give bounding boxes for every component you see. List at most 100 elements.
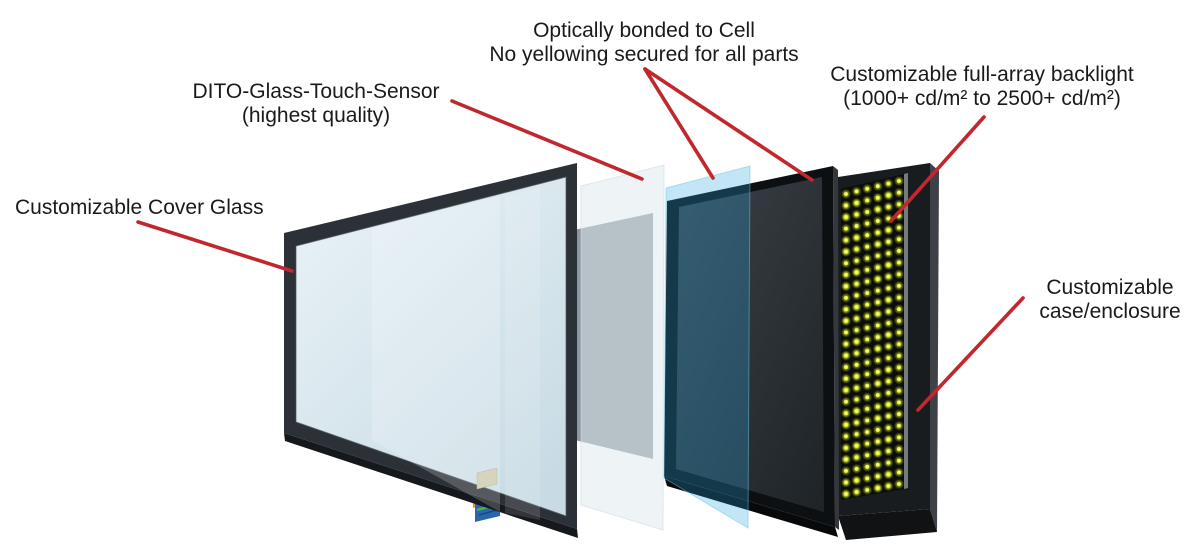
led-dot-core: [886, 472, 891, 477]
leader-optical-bonding-a: [643, 67, 715, 180]
led-dot-core: [897, 400, 901, 405]
leader-backlight: [889, 115, 986, 223]
led-dot-core: [854, 478, 859, 483]
led-dot-core: [897, 423, 901, 428]
led-dot-core: [875, 311, 880, 316]
led-dot-core: [844, 284, 848, 289]
cell-side-face: [833, 166, 839, 530]
enclosure-label-line1: Customizable: [1046, 276, 1174, 299]
led-dot-core: [865, 453, 870, 458]
led-dot-core: [844, 365, 848, 369]
led-dot-core: [886, 391, 891, 395]
led-dot-core: [875, 253, 880, 258]
led-dot-core: [886, 193, 891, 198]
led-dot-core: [897, 190, 901, 195]
led-dot-core: [897, 412, 901, 416]
led-dot-core: [854, 235, 859, 240]
backlight-led-grid: [840, 175, 905, 500]
led-dot-core: [865, 395, 870, 400]
led-dot-core: [886, 484, 891, 488]
led-dot-core: [875, 346, 880, 351]
led-dot-core: [875, 207, 880, 212]
led-dot-core: [897, 435, 901, 440]
led-dot-core: [886, 367, 891, 372]
enclosure-label-line2: case/enclosure: [1039, 300, 1181, 323]
led-dot-core: [875, 195, 880, 200]
led-dot-core: [844, 422, 848, 427]
led-dot-core: [865, 372, 870, 377]
led-dot-core: [897, 365, 901, 370]
leader-cover-glass: [136, 220, 294, 273]
led-dot-core: [875, 265, 880, 270]
led-dot-core: [897, 260, 901, 265]
led-dot-core: [865, 302, 870, 307]
led-dot-core: [854, 281, 859, 286]
led-dot-core: [886, 449, 891, 454]
led-dot-core: [897, 249, 901, 253]
led-dot-core: [865, 360, 870, 365]
led-dot-core: [844, 399, 848, 404]
led-dot-core: [844, 249, 848, 254]
leader-enclosure: [916, 296, 1025, 412]
led-dot-core: [897, 202, 901, 207]
led-dot-core: [844, 307, 848, 312]
led-dot-core: [875, 335, 880, 339]
led-dot-core: [886, 251, 891, 256]
led-dot-core: [897, 377, 901, 382]
led-dot-core: [897, 283, 901, 288]
led-dot-core: [897, 179, 901, 183]
cover-glass-bottom-face: [284, 433, 578, 538]
led-dot-core: [844, 469, 848, 473]
led-dot-core: [854, 386, 859, 390]
led-dot-core: [854, 443, 859, 448]
led-dot-core: [854, 362, 859, 367]
led-dot-core: [897, 353, 901, 358]
backlight-edge-highlight: [904, 173, 908, 489]
led-dot-core: [854, 201, 859, 205]
led-dot-core: [897, 237, 901, 242]
led-dot-core: [844, 376, 848, 381]
led-dot-core: [897, 342, 901, 347]
led-dot-core: [875, 288, 880, 293]
led-dot-core: [875, 416, 880, 421]
enclosure-bottom-face: [838, 509, 937, 540]
led-dot-core: [865, 418, 870, 423]
led-dot-core: [886, 204, 891, 209]
led-dot-core: [886, 437, 891, 442]
backlight-label-line2: (1000+ cd/m² to 2500+ cd/m²): [843, 87, 1121, 110]
led-dot-core: [844, 215, 848, 219]
led-dot-core: [865, 314, 870, 319]
led-dot-core: [844, 411, 848, 416]
led-dot-core: [875, 323, 880, 328]
led-dot-core: [854, 455, 859, 460]
optical-bonding-label-line1: Optically bonded to Cell: [533, 19, 755, 42]
led-dot-core: [854, 432, 859, 437]
led-dot-core: [897, 295, 901, 300]
led-dot-core: [897, 272, 901, 277]
led-dot-core: [854, 490, 859, 494]
led-dot-core: [865, 337, 870, 342]
led-dot-core: [865, 407, 870, 411]
led-dot-core: [886, 286, 891, 291]
led-dot-core: [886, 181, 891, 186]
led-dot-core: [844, 480, 848, 485]
led-dot-core: [865, 430, 870, 434]
led-dot-core: [865, 221, 870, 226]
led-dot-core: [875, 462, 880, 467]
led-dot-core: [865, 291, 870, 295]
led-dot-core: [875, 230, 880, 235]
touch-sensor-label-line2: (highest quality): [241, 104, 391, 127]
cover-glass-layer: [284, 163, 578, 538]
led-dot-core: [865, 210, 870, 214]
cover-glass-label: Customizable Cover Glass: [15, 196, 264, 220]
led-dot-core: [854, 189, 859, 194]
cell-bottom-face: [664, 476, 838, 537]
led-dot-core: [844, 445, 848, 450]
led-dot-core: [854, 328, 859, 333]
led-dot-core: [886, 425, 891, 430]
annotation-lines: [136, 67, 1025, 412]
led-dot-core: [886, 309, 891, 314]
led-dot-core: [865, 383, 870, 388]
optical-bonding-label: Optically bonded to Cell No yellowing se…: [489, 19, 798, 67]
